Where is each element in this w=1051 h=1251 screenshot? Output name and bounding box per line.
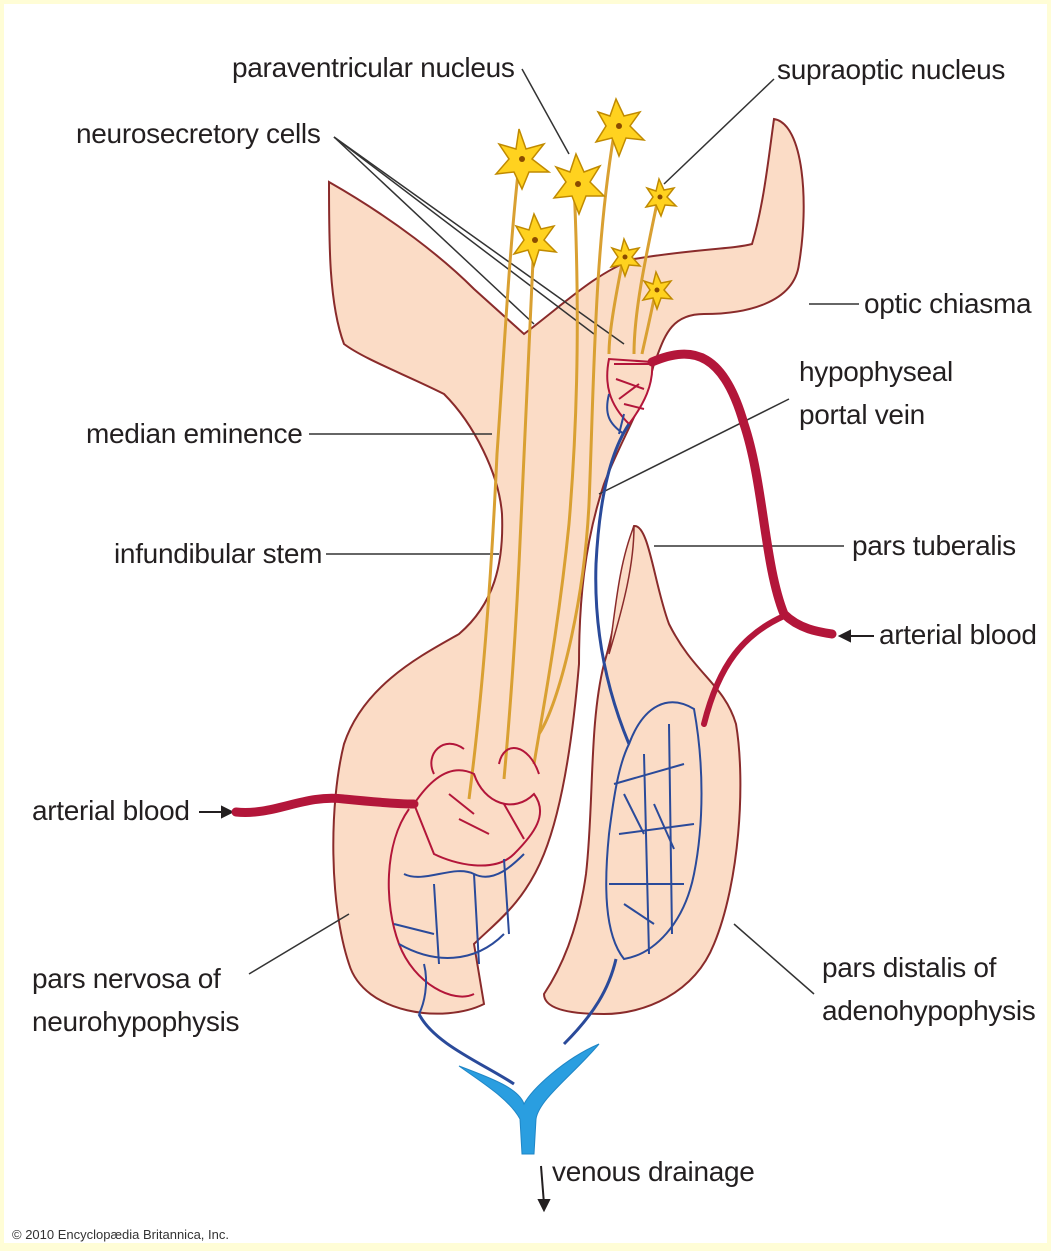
label-pars-nervosa: pars nervosa of [32, 961, 221, 997]
venous-drainage-vessel [459, 1044, 599, 1154]
label-adenohypophysis: adenohypophysis [822, 993, 1035, 1029]
label-median-eminence: median eminence [86, 416, 303, 452]
label-supraoptic-nucleus: supraoptic nucleus [777, 52, 1005, 88]
leader-pars-nervosa [249, 914, 349, 974]
label-pars-tuberalis: pars tuberalis [852, 528, 1016, 564]
label-paraventricular-nucleus: paraventricular nucleus [232, 50, 515, 86]
label-portal-vein: portal vein [799, 397, 925, 433]
label-pars-distalis: pars distalis of [822, 950, 996, 986]
label-neurohypophysis: neurohypophysis [32, 1004, 239, 1040]
label-neurosecretory-cells: neurosecretory cells [76, 116, 321, 152]
diagram-canvas: paraventricular nucleus supraoptic nucle… [4, 4, 1047, 1243]
arrow-venous [539, 1200, 549, 1210]
arrow-right-arterial [840, 631, 850, 641]
label-optic-chiasma: optic chiasma [864, 286, 1031, 322]
copyright-credit: © 2010 Encyclopædia Britannica, Inc. [12, 1227, 229, 1242]
label-infundibular-stem: infundibular stem [114, 536, 322, 572]
leader-paraventricular [522, 69, 569, 154]
label-arterial-blood-right: arterial blood [879, 617, 1037, 653]
leader-pars-distalis [734, 924, 814, 994]
label-hypophyseal: hypophyseal [799, 354, 953, 390]
leader-supraoptic [664, 79, 774, 184]
arrow-left-arterial [222, 807, 232, 817]
label-venous-drainage: venous drainage [552, 1154, 755, 1190]
label-arterial-blood-left: arterial blood [32, 793, 190, 829]
